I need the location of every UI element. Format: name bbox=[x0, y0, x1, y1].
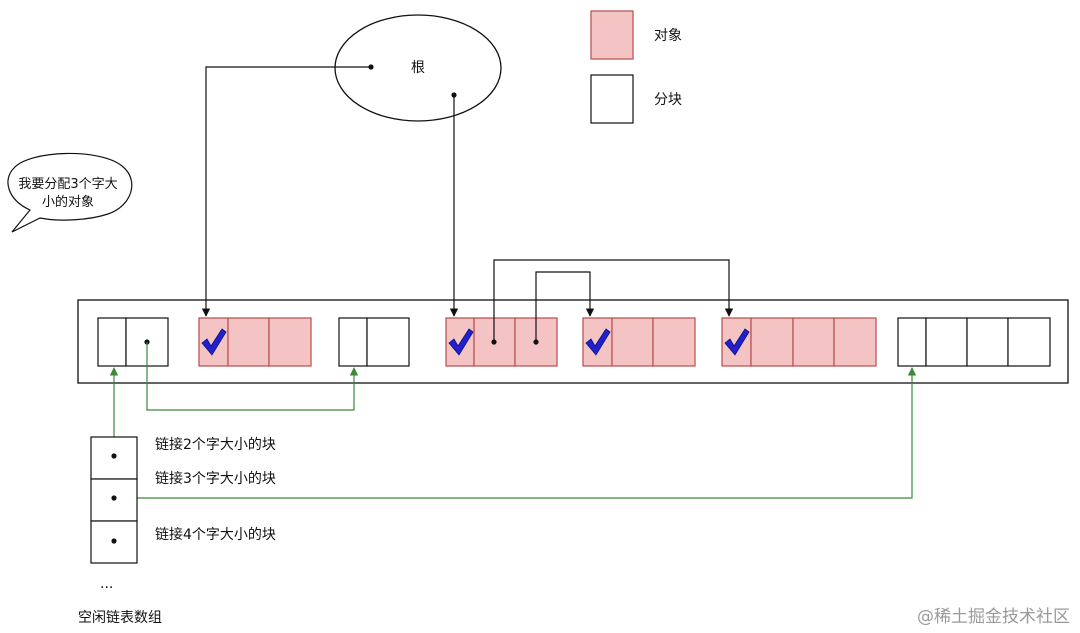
legend-chunk-swatch bbox=[590, 74, 634, 124]
free-list-array: 链接2个字大小的块 链接3个字大小的块 链接4个字大小的块 ... 空闲链表数组 bbox=[78, 436, 276, 626]
allocated-object-4-words bbox=[721, 317, 877, 367]
allocated-object-3-words-b bbox=[445, 317, 558, 367]
list-3-to-chunk-4-arrow bbox=[114, 367, 917, 499]
free-chunk-2-words-b bbox=[338, 317, 410, 367]
legend-object-swatch bbox=[590, 10, 634, 60]
speech-bubble-line2: 小的对象 bbox=[42, 194, 94, 210]
allocated-object-3-words-a bbox=[198, 317, 312, 367]
legend-object-label: 对象 bbox=[654, 28, 682, 44]
legend: 对象 分块 bbox=[590, 10, 682, 124]
chunk-a-to-chunk-b-arrow bbox=[146, 342, 359, 411]
root-node: 根 bbox=[334, 14, 502, 122]
allocated-object-3-words-c bbox=[582, 317, 696, 367]
free-list-label-4: 链接4个字大小的块 bbox=[155, 526, 276, 543]
speech-bubble: 我要分配3个字大 小的对象 bbox=[7, 152, 133, 233]
root-to-object-a-arrow bbox=[201, 66, 371, 317]
free-list-label-2: 链接2个字大小的块 bbox=[155, 436, 276, 453]
free-list-ellipsis: ... bbox=[100, 576, 113, 592]
free-list-title: 空闲链表数组 bbox=[78, 610, 162, 626]
object-b-to-object-d-arrow bbox=[493, 259, 734, 342]
reference-arrows bbox=[201, 66, 734, 342]
speech-bubble-line1: 我要分配3个字大 bbox=[18, 177, 117, 192]
root-label: 根 bbox=[411, 60, 425, 76]
legend-chunk-label: 分块 bbox=[654, 92, 682, 108]
free-chunk-4-words bbox=[897, 317, 1051, 367]
object-b-to-object-c-arrow bbox=[535, 271, 595, 342]
watermark: @稀土掘金技术社区 bbox=[917, 607, 1070, 627]
free-list-label-3: 链接3个字大小的块 bbox=[155, 470, 276, 487]
heap-blocks bbox=[97, 317, 1051, 367]
free-chunk-2-words-a bbox=[97, 317, 169, 367]
